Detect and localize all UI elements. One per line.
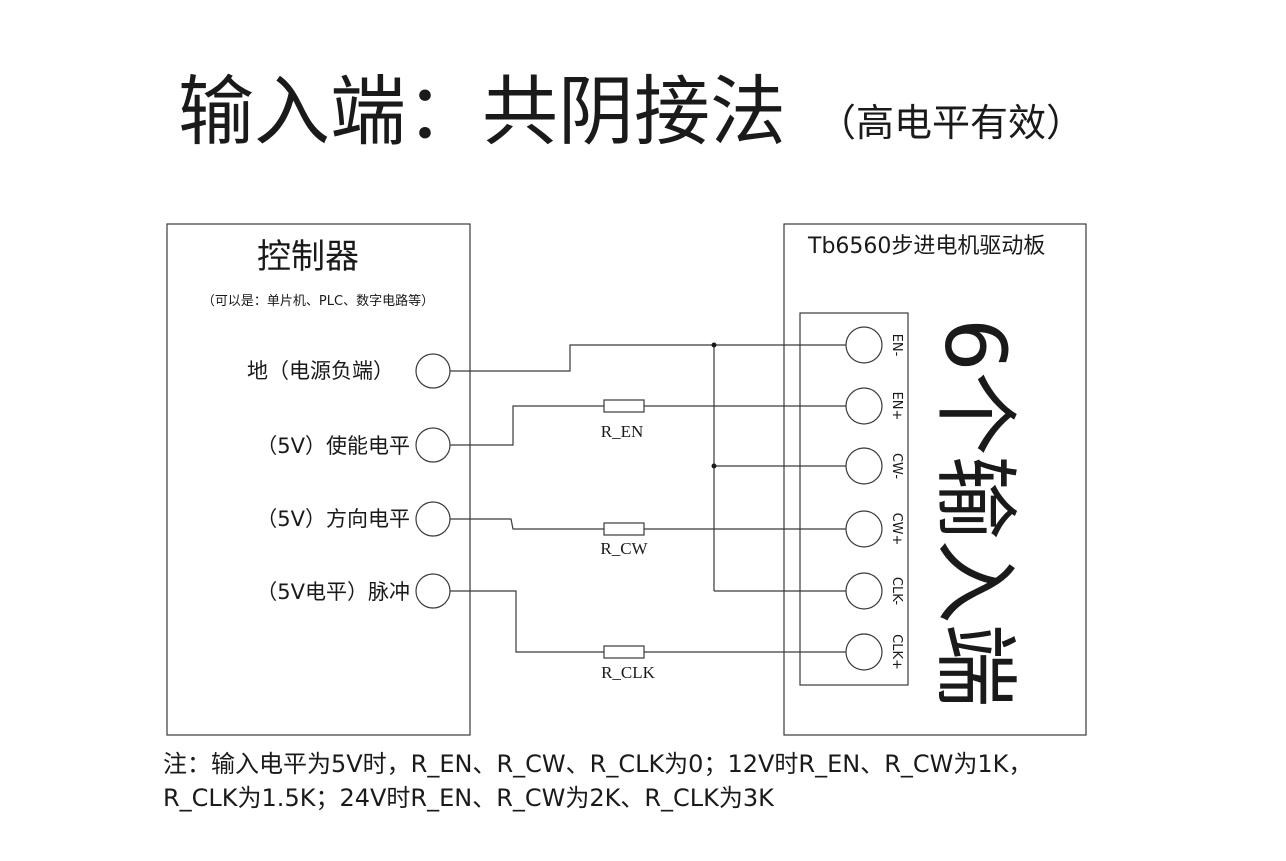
junction-dot-top [711,342,717,348]
board-box [783,223,1087,736]
junction-dot-middle [711,463,717,469]
wire-ground-en-minus [450,344,846,372]
resistor-r-cw [603,522,645,536]
resistor-label-r-cw: R_CW [600,539,648,558]
terminal-label-cw-plus: CW+ [889,513,904,546]
resistor-label-r-clk: R_CLK [601,663,656,682]
controller-pin-label-ground: 地（电源负端） [247,359,394,383]
terminal-en-plus [845,387,883,425]
terminal-cw-plus [845,510,883,548]
terminal-en-minus [845,326,883,364]
terminal-label-clk-minus: CLK- [889,577,904,605]
resistor-r-clk [603,645,645,659]
terminal-cw-minus [845,447,883,485]
page-title: 输入端：共阴接法 [178,67,786,156]
controller-pin-ground [415,353,451,389]
terminal-block [799,312,909,686]
note-line-2: R_CLK为1.5K；24V时R_EN、R_CW为2K、R_CLK为3K [163,784,775,812]
terminal-label-en-plus: EN+ [889,392,904,421]
controller-pin-label-enable: （5V）使能电平 [256,434,410,458]
terminal-label-clk-plus: CLK+ [889,634,904,670]
resistor-label-r-en: R_EN [601,422,644,441]
resistor-r-en [603,399,645,413]
wire-enable-en-plus [450,405,604,446]
controller-pin-label-direction: （5V）方向电平 [256,507,410,531]
controller-pin-pulse [415,573,451,609]
wire-pulse-clk-plus [450,590,604,653]
controller-box [166,223,471,736]
controller-title: 控制器 [257,237,359,277]
board-title: Tb6560步进电机驱动板 [807,234,1045,259]
controller-subtitle: （可以是：单片机、PLC、数字电路等） [202,293,434,309]
controller-pin-enable [415,427,451,463]
wire-direction-cw-plus [450,518,604,530]
terminal-label-en-minus: EN- [889,334,904,357]
terminal-label-cw-minus: CW- [889,453,904,479]
controller-pin-direction [415,501,451,537]
terminal-clk-plus [845,633,883,671]
terminal-clk-minus [845,572,883,610]
note-line-1: 注：输入电平为5V时，R_EN、R_CW、R_CLK为0；12V时R_EN、R_… [163,750,1032,778]
page-subtitle: （高电平有效） [818,101,1084,145]
board-side-label: 6个输入端 [926,318,1024,707]
controller-pin-label-pulse: （5V电平）脉冲 [256,580,410,604]
